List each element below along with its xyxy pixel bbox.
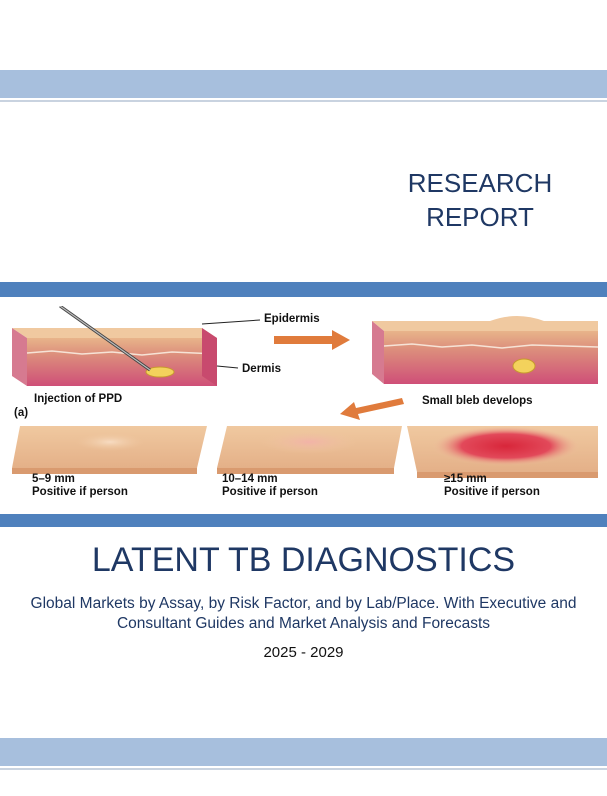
report-type-line-2: REPORT bbox=[426, 202, 534, 232]
result-block-2 bbox=[217, 426, 402, 474]
result-2-text: Positive if person bbox=[222, 486, 318, 498]
report-type-label: RESEARCH REPORT bbox=[360, 166, 600, 234]
skin-test-diagram: Epidermis Dermis Injection of PPD (a) Sm… bbox=[12, 306, 598, 498]
report-type-line-1: RESEARCH bbox=[407, 168, 553, 198]
report-years: 2025 - 2029 bbox=[263, 644, 344, 661]
label-epidermis: Epidermis bbox=[264, 313, 320, 325]
result-3-text: Positive if person bbox=[444, 486, 540, 498]
top-light-band bbox=[0, 70, 607, 98]
result-3-size: ≥15 mm bbox=[444, 473, 487, 485]
result-block-1 bbox=[12, 426, 207, 474]
bottom-rule bbox=[0, 768, 607, 770]
label-dermis: Dermis bbox=[242, 363, 281, 375]
result-block-3 bbox=[407, 426, 598, 478]
result-1-text: Positive if person bbox=[32, 486, 128, 498]
lower-dark-band bbox=[0, 514, 607, 527]
skin-block-injection bbox=[12, 306, 218, 386]
arrow-diagonal bbox=[340, 398, 404, 420]
upper-dark-band bbox=[0, 282, 607, 297]
report-title: LATENT TB DIAGNOSTICS bbox=[91, 541, 516, 579]
report-subtitle: Global Markets by Assay, by Risk Factor,… bbox=[30, 595, 577, 632]
result-2-size: 10–14 mm bbox=[222, 473, 278, 485]
top-rule bbox=[0, 100, 607, 102]
arrow-right bbox=[274, 330, 350, 350]
dermis-pointer bbox=[216, 365, 239, 369]
label-bleb: Small bleb develops bbox=[422, 395, 533, 407]
result-1-size: 5–9 mm bbox=[32, 473, 75, 485]
skin-block-bleb bbox=[372, 316, 598, 384]
label-injection: Injection of PPD bbox=[34, 393, 122, 405]
bottom-light-band bbox=[0, 738, 607, 766]
skin-test-illustration: Epidermis Dermis Injection of PPD (a) Sm… bbox=[12, 306, 598, 498]
epidermis-pointer bbox=[201, 319, 261, 325]
label-panel: (a) bbox=[14, 407, 28, 419]
